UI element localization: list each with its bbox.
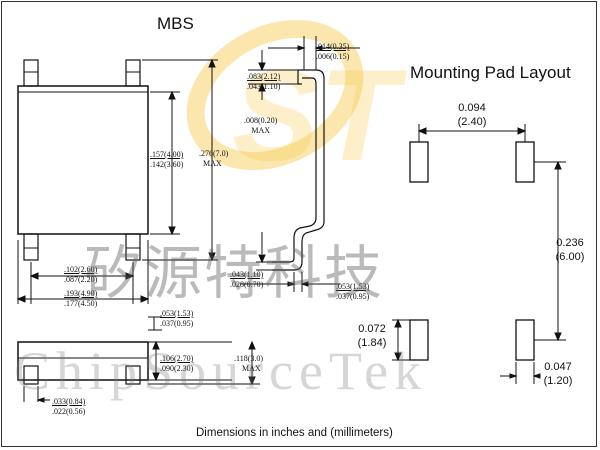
footer-note: Dimensions in inches and (millimeters) [196, 427, 393, 439]
watermark-chinese: 矽源特科技 [84, 239, 385, 307]
dim-lines-pads [392, 124, 566, 384]
dim-pad-width: 0.047(1.20) [543, 361, 573, 387]
dim-lines-side-view [23, 316, 260, 403]
top-view-lead [125, 233, 141, 261]
mounting-pads [409, 141, 535, 361]
dim-lead-tip: .053(1.53).037(0.95) [336, 282, 370, 301]
logo-swoosh [186, 19, 364, 171]
dim-lead-foot: .043(1.10).028(0.70) [230, 270, 264, 289]
dim-body-height-overall: .276(7.0)MAX [199, 149, 229, 168]
dim-side-overall-height: .118(3.0)MAX [234, 354, 264, 373]
dim-lines-body-height [142, 58, 218, 262]
dim-lines-body-width [16, 240, 150, 304]
dim-lines-profile [240, 36, 360, 292]
dim-pad-height: 0.072(1.84) [357, 323, 387, 349]
top-view-lead [23, 233, 39, 261]
dim-side-lead-width: .033(0.84).022(0.56) [52, 397, 86, 416]
dim-top-lead-thickness: .014(0.35).006(0.15) [316, 42, 350, 61]
dim-lead-drop: .083(2.12).043(1.10) [247, 72, 281, 91]
top-view-lead [125, 59, 141, 87]
dim-body-width-inner: .102(2.60).087(2.20) [64, 265, 98, 284]
lead-profile [272, 69, 325, 271]
top-view-lead [23, 59, 39, 87]
dim-body-width-overall: .193(4.90).177(4.50) [64, 289, 98, 308]
dim-side-body-height: .106(2.70).090(2.30) [160, 354, 194, 373]
watermark-english: ChipSourceTek [14, 341, 428, 401]
dim-pad-spacing-x: 0.094(2.40) [457, 102, 487, 128]
dim-side-lead-height: .053(1.53).037(0.95) [160, 309, 194, 328]
dim-standoff: .008(0.20)MAX [244, 116, 278, 135]
layout-title: Mounting Pad Layout [410, 63, 571, 82]
dim-pad-spacing-y: 0.236(6.00) [555, 237, 585, 263]
package-title: MBS [157, 14, 194, 33]
top-view-body [17, 85, 149, 235]
dim-body-height-inner: .157(4.00).142(3.60) [150, 150, 184, 169]
side-view-body [17, 341, 149, 385]
